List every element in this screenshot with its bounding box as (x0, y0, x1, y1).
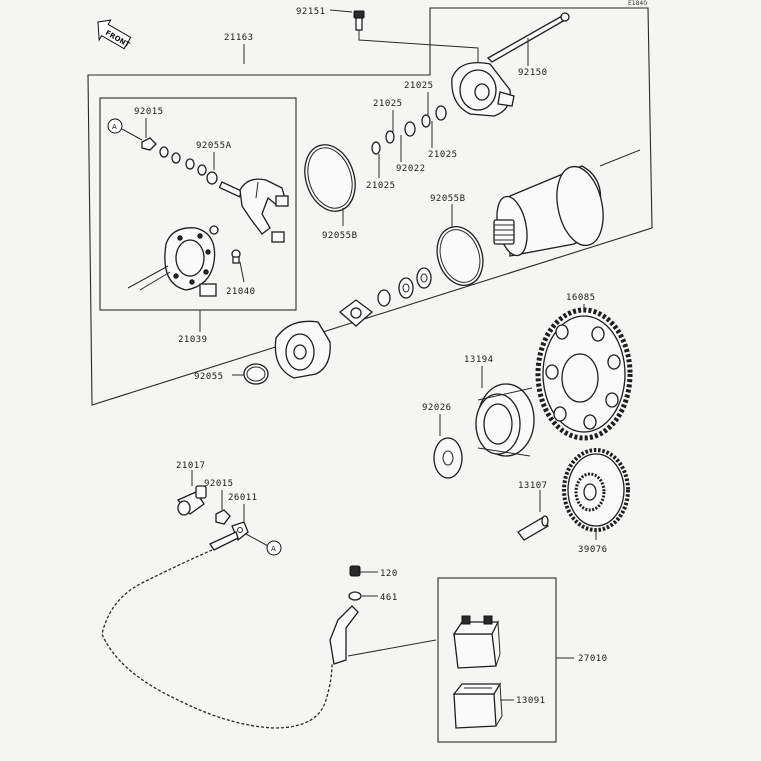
through-bolt-92150 (486, 12, 570, 63)
label-26011: 26011 (228, 493, 258, 503)
nut-and-washers (141, 137, 207, 176)
starter-cable (101, 549, 333, 729)
brush-holder-frame (99, 97, 297, 311)
brush-holder (239, 178, 289, 243)
cable-terminal (209, 504, 249, 551)
label-92015-bottom: 92015 (204, 479, 234, 489)
label-21025-c: 21025 (428, 150, 458, 160)
label-92015-top: 92015 (134, 107, 164, 117)
svg-text:A: A (271, 545, 276, 553)
o-ring-92055A (206, 171, 218, 185)
brush-plate-ring (127, 227, 217, 297)
end-cover (451, 61, 515, 117)
starter-relay (452, 615, 501, 669)
ref-mark-a-top: A (107, 118, 123, 134)
label-21017: 21017 (176, 461, 206, 471)
nut-92015-bottom (215, 509, 231, 525)
label-120: 120 (380, 569, 398, 579)
label-461: 461 (380, 593, 398, 603)
label-13107: 13107 (518, 481, 548, 491)
idle-gear (562, 448, 630, 532)
front-cover (274, 320, 331, 379)
label-92055B-right: 92055B (430, 194, 466, 204)
label-92151: 92151 (296, 7, 326, 17)
label-21163: 21163 (224, 33, 254, 43)
diagram-id: E1840 (628, 0, 647, 7)
relay-cover (452, 682, 503, 729)
one-way-clutch (475, 383, 535, 457)
ref-mark-a-bottom: A (266, 540, 282, 556)
label-21040: 21040 (226, 287, 256, 297)
thrust-washers (377, 267, 432, 307)
label-13194: 13194 (464, 355, 494, 365)
front-arrow-icon: FRONT (97, 19, 132, 50)
motor-yoke (493, 149, 641, 257)
o-ring-92055B-left (304, 144, 356, 212)
terminal-boot (176, 485, 207, 516)
label-92026: 92026 (422, 403, 452, 413)
label-13091: 13091 (516, 696, 546, 706)
label-39076: 39076 (578, 545, 608, 555)
label-21025-a: 21025 (404, 81, 434, 91)
washer-set-21025 (371, 105, 447, 155)
label-27010: 27010 (578, 654, 608, 664)
washer-92026 (433, 437, 463, 479)
brush-plate (338, 299, 374, 327)
label-92022: 92022 (396, 164, 426, 174)
cable-bracket (329, 565, 362, 665)
starter-clutch-gear (535, 307, 633, 441)
label-92150: 92150 (518, 68, 548, 78)
label-21025-d: 21025 (366, 181, 396, 191)
o-ring-92055B-right (436, 226, 484, 286)
label-21025-b: 21025 (373, 99, 403, 109)
label-92055A: 92055A (196, 141, 232, 151)
label-16085: 16085 (566, 293, 596, 303)
screws-21040 (209, 225, 241, 264)
idle-gear-shaft (517, 515, 549, 541)
starter-assembly-frame (87, 7, 653, 406)
bolt-92151 (353, 10, 365, 31)
label-92055: 92055 (194, 372, 224, 382)
label-92055B-left: 92055B (322, 231, 358, 241)
label-21039: 21039 (178, 335, 208, 345)
relay-frame (437, 577, 557, 743)
svg-text:A: A (112, 123, 117, 131)
